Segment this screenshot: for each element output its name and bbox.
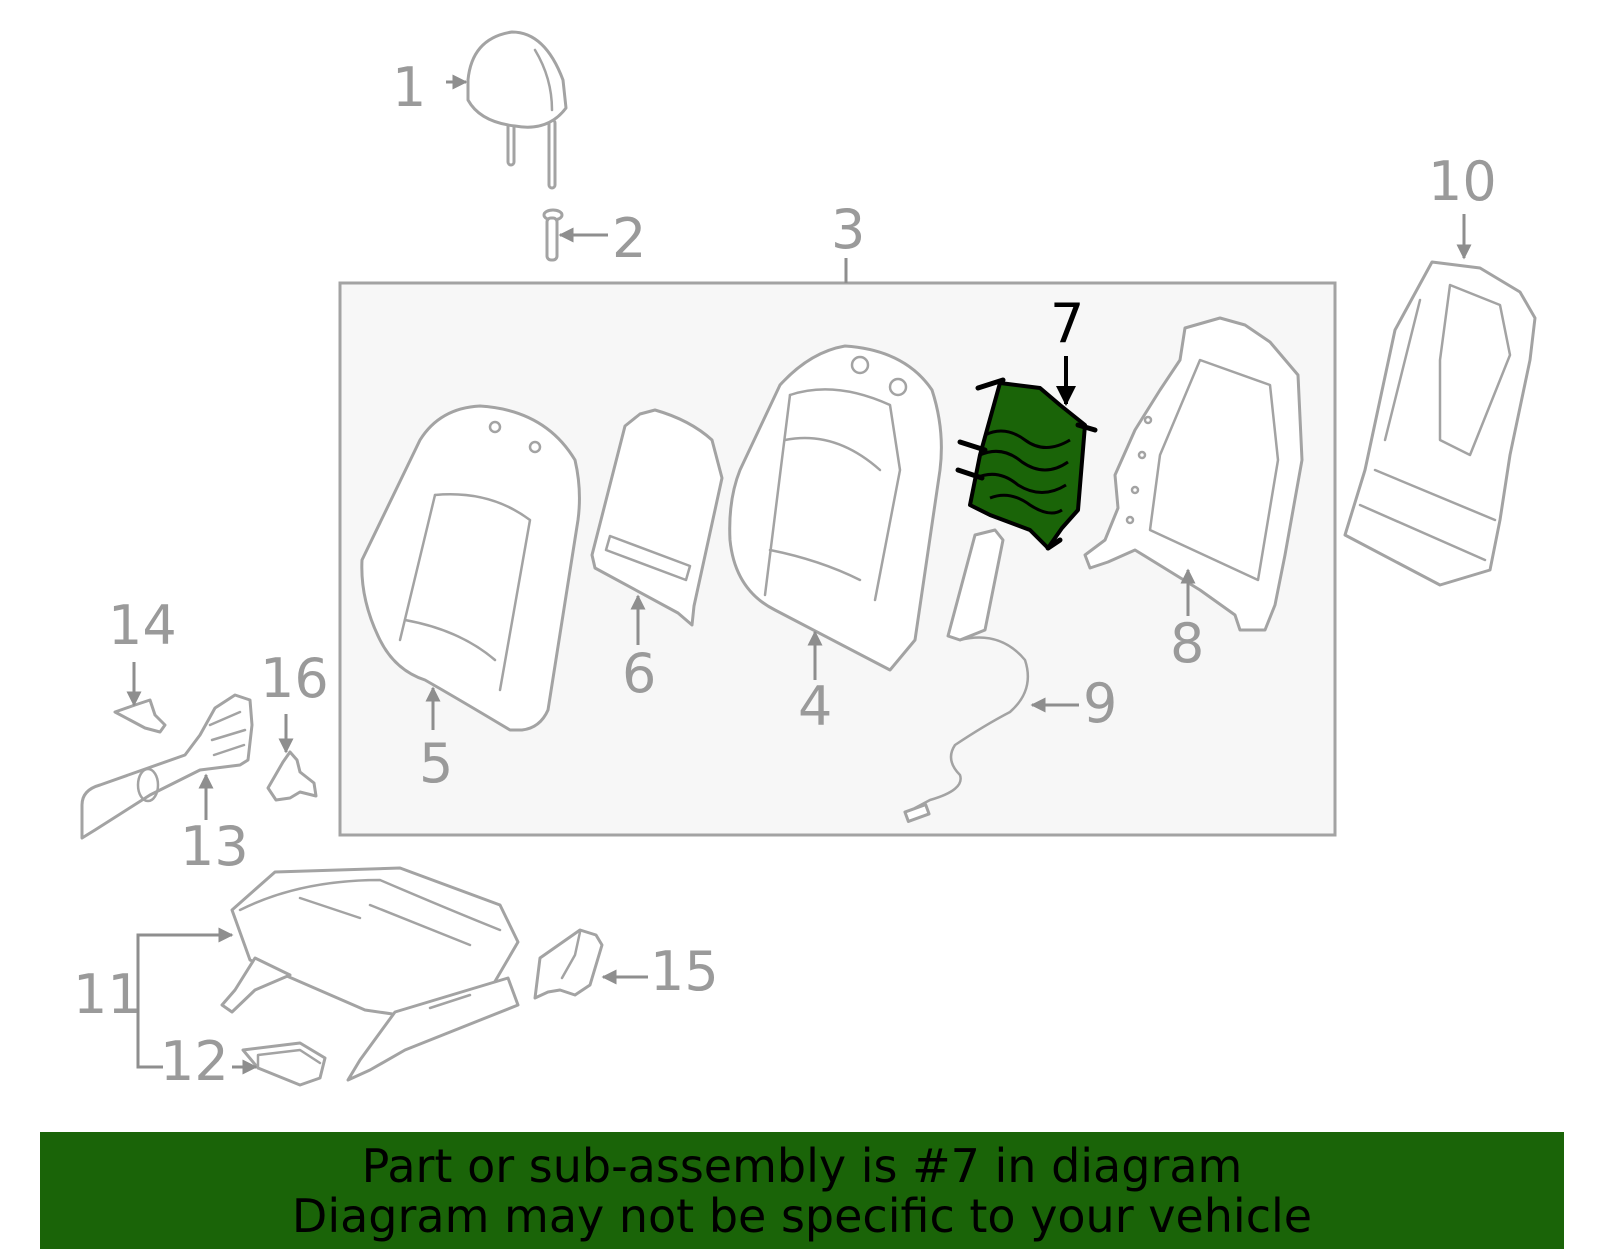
side-airbag-part[interactable] — [903, 528, 1030, 823]
shield-cover-part[interactable] — [113, 698, 167, 734]
callout-3: 3 — [831, 198, 865, 261]
callout-16: 16 — [260, 647, 329, 710]
callout-14: 14 — [108, 594, 177, 657]
callout-7: 7 — [1050, 292, 1084, 355]
callout-15: 15 — [650, 940, 719, 1003]
banner-line-1: Part or sub-assembly is #7 in diagram — [361, 1138, 1243, 1193]
callout-2: 2 — [612, 207, 646, 270]
info-banner: Part or sub-assembly is #7 in diagram Di… — [40, 1132, 1564, 1249]
seat-back-trim-part[interactable] — [728, 344, 943, 672]
callout-13: 13 — [180, 815, 249, 878]
recliner-cover-part[interactable] — [533, 928, 604, 1000]
callout-12: 12 — [160, 1030, 229, 1093]
callout-8: 8 — [1170, 612, 1204, 675]
seat-back-frame-part[interactable] — [1083, 316, 1304, 632]
seat-back-cover-part[interactable] — [360, 404, 581, 732]
headrest-part[interactable] — [466, 30, 568, 190]
callout-11: 11 — [73, 963, 142, 1026]
bracket-part[interactable] — [266, 750, 318, 802]
seat-switch-part[interactable] — [241, 1041, 327, 1087]
headrest-guide-part[interactable] — [542, 208, 564, 262]
banner-line-2: Diagram may not be specific to your vehi… — [291, 1188, 1313, 1243]
callout-1: 1 — [392, 56, 426, 119]
lumbar-support-part[interactable] — [955, 377, 1098, 551]
seat-back-pad-part[interactable] — [590, 408, 724, 627]
seat-back-panel-part[interactable] — [1343, 260, 1537, 587]
seat-cushion-part[interactable] — [220, 866, 520, 1082]
side-shield-part[interactable] — [80, 693, 254, 840]
callout-4: 4 — [798, 675, 832, 738]
callout-6: 6 — [622, 642, 656, 705]
callout-10: 10 — [1428, 150, 1497, 213]
callout-9: 9 — [1083, 672, 1117, 735]
callout-5: 5 — [419, 732, 453, 795]
